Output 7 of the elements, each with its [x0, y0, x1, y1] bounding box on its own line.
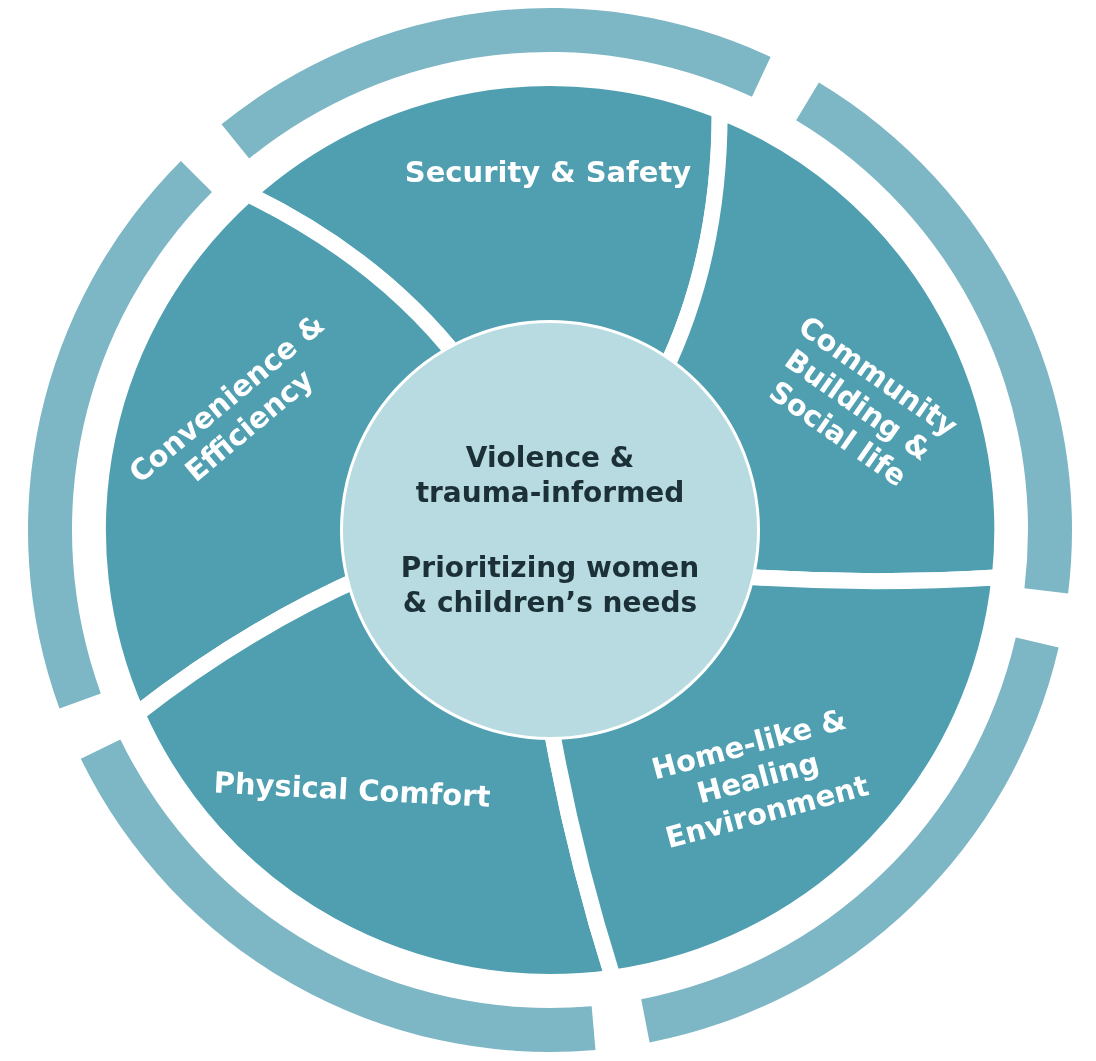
center-text: Prioritizing women & children’s needs — [399, 550, 701, 620]
segment-label: Physical Comfort — [211, 764, 493, 816]
outer-ring-arc — [80, 739, 596, 1052]
center-text: Violence & trauma-informed — [414, 440, 686, 510]
outer-ring-arc — [221, 8, 771, 159]
outer-ring-arc — [641, 637, 1059, 1043]
segment-label: Security & Safety — [403, 154, 693, 190]
